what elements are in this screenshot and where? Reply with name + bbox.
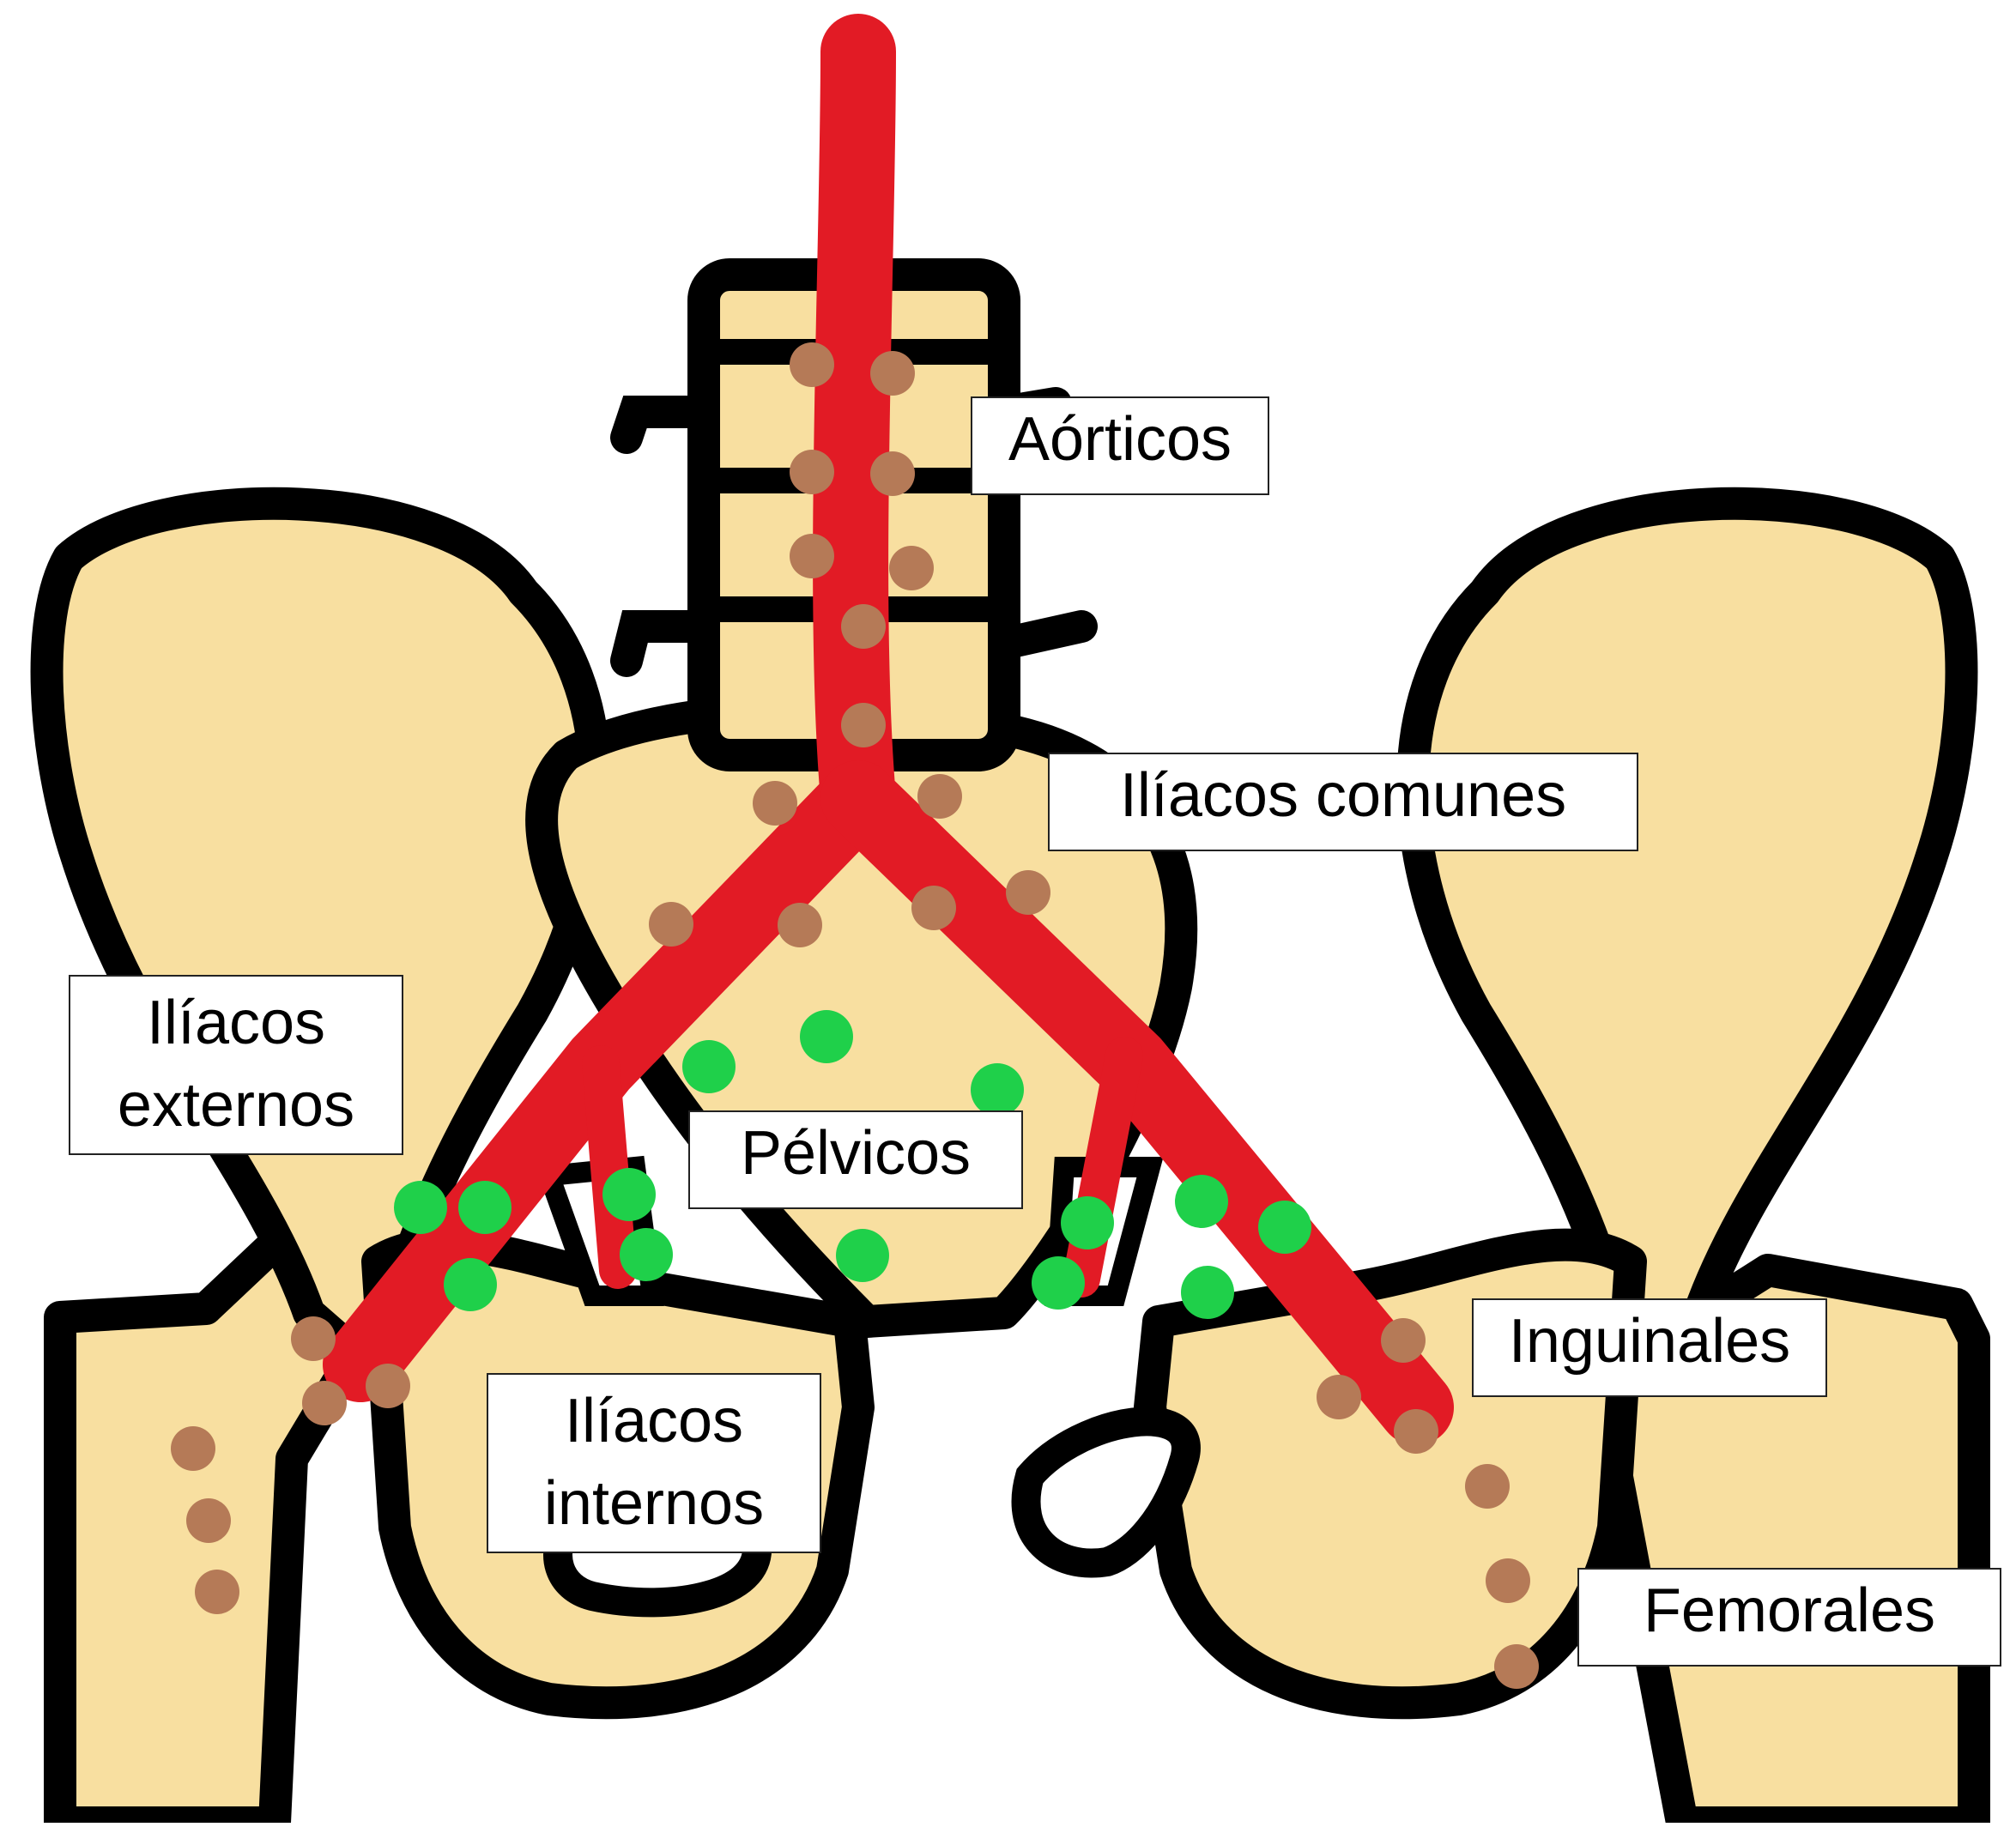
lymph-node-brown [753,781,797,826]
label-pelvicos-text: Pélvicos [690,1112,1021,1195]
label-aorticos: Aórticos [971,396,1269,495]
lymph-node-green [1032,1256,1085,1310]
label-iliacos-externos-line2: externos [70,1064,402,1146]
lymph-node-brown [171,1426,215,1471]
aorta [851,51,858,798]
lymph-node-green [682,1040,736,1093]
label-aorticos-text: Aórticos [972,398,1268,481]
lymph-node-brown [302,1381,347,1425]
label-inguinales-text: Inguinales [1474,1300,1825,1382]
label-iliacos-internos: Ilíacos internos [487,1373,821,1553]
lymph-node-green [836,1229,889,1282]
lymph-node-brown [1381,1318,1426,1363]
label-femorales: Femorales [1577,1568,2001,1667]
label-iliacos-comunes-text: Ilíacos comunes [1050,754,1637,837]
label-pelvicos: Pélvicos [688,1110,1023,1209]
lymph-node-green [1181,1266,1234,1319]
label-femorales-text: Femorales [1579,1570,2000,1652]
lymph-node-brown [790,342,834,387]
label-iliacos-externos-line1: Ilíacos [70,982,402,1064]
lymph-node-brown [841,703,886,747]
label-iliacos-internos-line1: Ilíacos [488,1380,820,1462]
label-iliacos-comunes: Ilíacos comunes [1048,753,1638,851]
lymph-node-brown [186,1498,231,1543]
lymph-node-brown [917,774,962,819]
lymph-node-green [1061,1196,1114,1249]
lymph-node-brown [649,902,693,947]
lymph-node-brown [889,546,934,590]
lymph-node-brown [1394,1409,1438,1454]
lymph-node-brown [870,351,915,396]
lymph-node-green [394,1181,447,1234]
lymph-node-brown [778,903,822,947]
lymph-node-green [602,1168,656,1221]
lymph-node-brown [790,450,834,494]
lymph-node-green [800,1010,853,1063]
right-internal-iliac-artery [601,1064,618,1270]
lymph-node-brown [1006,870,1050,915]
vertebral-process-left-2 [1004,626,1081,644]
lymph-node-brown [366,1364,410,1408]
lymph-node-brown [1494,1644,1539,1689]
lymph-node-brown [1465,1464,1510,1509]
lymph-node-green [971,1063,1024,1116]
lymph-node-green [458,1181,512,1234]
lymph-node-brown [911,886,956,930]
lymph-node-green [620,1228,673,1281]
lymph-node-brown [1486,1558,1530,1603]
lymph-node-brown [841,604,886,649]
lymph-node-brown [291,1316,336,1361]
label-iliacos-externos: Ilíacos externos [69,975,403,1155]
label-iliacos-internos-line2: internos [488,1462,820,1545]
lymph-node-brown [870,451,915,496]
lymph-node-brown [195,1570,239,1614]
lymph-node-brown [1317,1375,1361,1419]
lymph-node-brown [790,534,834,578]
lymph-node-green [1258,1201,1311,1254]
lymph-node-green [444,1258,497,1311]
label-inguinales: Inguinales [1472,1298,1827,1397]
lymph-node-green [1175,1175,1228,1228]
